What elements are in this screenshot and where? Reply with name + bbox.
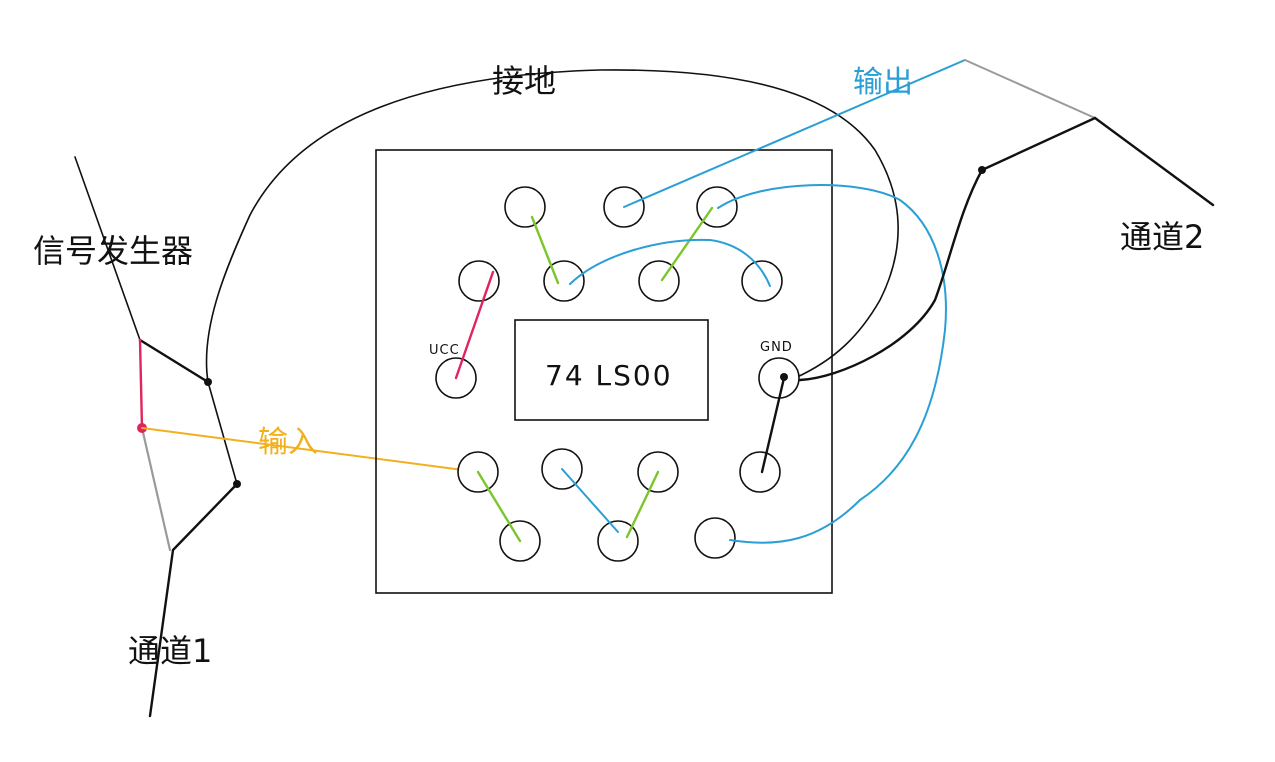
channel1-lead [148, 482, 239, 718]
channel1-junction [233, 480, 241, 488]
ground-label: 接地 [492, 62, 556, 100]
gnd-jumper [760, 376, 786, 474]
signal-generator-label: 信号发生器 [33, 232, 193, 270]
gnd-label: GND [760, 340, 793, 355]
blue-loop-wire [717, 184, 947, 544]
pin [458, 260, 500, 302]
ground-junction [204, 378, 212, 386]
blue-wires [561, 59, 966, 544]
channel2-label: 通道2 [1120, 218, 1204, 256]
channel2-black-lead [1093, 116, 1215, 207]
green-jumper [530, 215, 560, 285]
pin-row-top [504, 186, 738, 228]
chip-body [514, 319, 709, 421]
pin-row-second [458, 260, 783, 302]
pin [741, 260, 783, 302]
channel2-grey-lead [964, 59, 1096, 119]
pin [504, 186, 546, 228]
generator-ground-link [138, 338, 210, 384]
pin [638, 260, 680, 302]
ground-wire [205, 69, 899, 383]
input-wire [141, 427, 479, 473]
pin [739, 451, 781, 493]
signal-generator-lead [74, 156, 141, 341]
grey-wire [140, 426, 172, 552]
green-jumper [660, 206, 714, 282]
input-label: 输入 [258, 425, 318, 460]
green-jumpers [476, 206, 714, 543]
pin [694, 517, 736, 559]
channel1-label: 通道1 [128, 632, 212, 670]
pin-row-bottom [499, 517, 736, 562]
chip-label: 74 LS00 [545, 359, 673, 392]
channel2-ground-wire [798, 168, 984, 382]
ground-to-channel1-link [207, 381, 238, 485]
vcc-jumper [454, 270, 495, 380]
green-jumper [476, 470, 522, 543]
pin [597, 520, 639, 562]
green-jumper [625, 470, 660, 539]
pink-wire [138, 338, 144, 430]
blue-jumper-bottom [561, 468, 619, 533]
blue-arc-inner [569, 238, 771, 287]
pin [543, 260, 585, 302]
chip-board [375, 149, 833, 594]
channel2-junction [978, 166, 986, 174]
channel2-signal-wire [980, 116, 1097, 172]
vcc-label: UCC [429, 343, 460, 358]
gnd-pin [758, 357, 800, 399]
gnd-junction [780, 373, 788, 381]
output-label: 输出 [853, 65, 913, 100]
pin-row-fourth [457, 448, 781, 493]
output-wire [623, 59, 966, 208]
